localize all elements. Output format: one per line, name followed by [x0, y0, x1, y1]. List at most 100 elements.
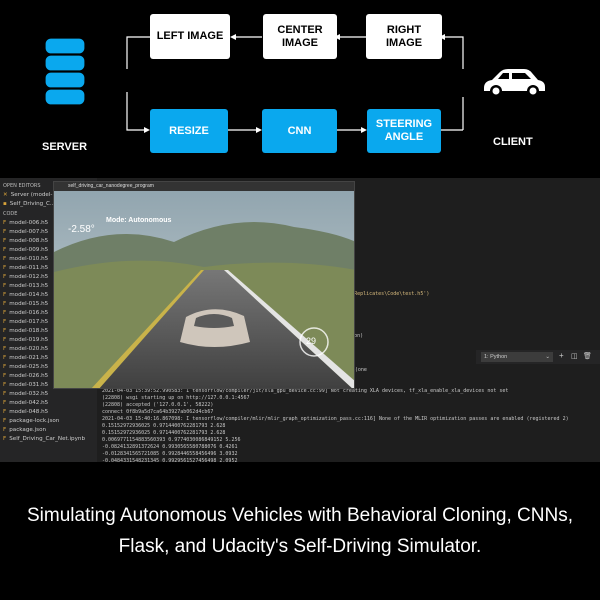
speed-readout: 29 [306, 336, 317, 346]
cnn-label: CNN [287, 124, 312, 137]
file-label: model-010.h5 [9, 256, 49, 262]
terminal-line: -0.0128341565721085 0.9928446558456496 3… [102, 451, 238, 457]
code-folder-header[interactable]: CODE [3, 211, 18, 217]
open-editor-label: Server (model-... [10, 192, 58, 198]
file-label: model-031.h5 [9, 382, 49, 388]
terminal-line: -0.0824132891372624 0.9930565580788076 0… [102, 444, 238, 450]
file-label: model-007.h5 [9, 229, 49, 235]
open-editor-item[interactable]: ▪Self_Driving_C... [3, 201, 56, 207]
file-label: model-017.h5 [9, 319, 49, 325]
terminal-line: 2021-04-03 15:40:16.867098: I tensorflow… [102, 416, 569, 422]
file-label: model-014.h5 [9, 292, 49, 298]
file-icon: F [3, 355, 7, 361]
path-fragment: h5\Focus\Replicates\Code\test.h5') [327, 291, 430, 297]
shell-select[interactable]: 1: Python ⌄ [481, 352, 553, 362]
car-icon [480, 64, 548, 100]
center-image-box: CENTER IMAGE [263, 14, 337, 59]
file-icon: F [3, 256, 7, 262]
file-icon: F [3, 337, 7, 343]
file-icon: F [3, 229, 7, 235]
split-terminal-icon[interactable]: ◫ [571, 353, 578, 360]
steering-angle-box: STEERING ANGLE [367, 109, 441, 153]
terminal-line: (22808) accepted ('127.0.0.1', 58222) [102, 402, 214, 408]
file-label: model-032.h5 [9, 391, 49, 397]
file-icon: F [3, 328, 7, 334]
terminal-toolbar: 1: Python ⌄ + ◫ 🗑 [476, 350, 600, 364]
open-editors-header: OPEN EDITORS [3, 183, 41, 189]
shell-select-label: 1: Python [484, 354, 508, 360]
right-image-label: RIGHT IMAGE [385, 23, 423, 49]
resize-label: RESIZE [169, 124, 209, 137]
file-label: model-042.h5 [9, 400, 49, 406]
file-icon: F [3, 292, 7, 298]
resize-box: RESIZE [150, 109, 228, 153]
file-icon: F [3, 436, 7, 442]
file-icon: F [3, 238, 7, 244]
file-icon: F [3, 346, 7, 352]
file-icon: F [3, 373, 7, 379]
file-icon: F [3, 400, 7, 406]
file-icon: F [3, 247, 7, 253]
diagram-connectors [126, 34, 464, 133]
trash-icon[interactable]: 🗑 [583, 353, 592, 360]
file-icon: F [3, 427, 7, 433]
file-icon: F [3, 409, 7, 415]
terminal-line: 0.15152972936025 0.9714400762281793 2.62… [102, 423, 226, 429]
file-label: model-008.h5 [9, 238, 49, 244]
file-label: model-020.h5 [9, 346, 49, 352]
file-label: model-025.h5 [9, 364, 49, 370]
add-terminal-icon[interactable]: + [559, 351, 564, 360]
file-label: model-019.h5 [9, 337, 49, 343]
file-label: model-018.h5 [9, 328, 49, 334]
open-editor-item[interactable]: ✕Server (model-... [3, 192, 58, 198]
file-icon: F [3, 310, 7, 316]
file-icon: F [3, 418, 7, 424]
file-label: model-021.h5 [9, 355, 49, 361]
steering-readout: -2.58° [68, 224, 95, 235]
file-icon: F [3, 364, 7, 370]
file-icon: F [3, 274, 7, 280]
file-icon: F [3, 283, 7, 289]
file-icon: F [3, 301, 7, 307]
file-icon: F [3, 382, 7, 388]
file-label: model-048.h5 [9, 409, 49, 415]
file-label: model-026.h5 [9, 373, 49, 379]
terminal-line: connect 0f8b9a5d7ca64b3927ab062d4cb67 [102, 409, 214, 415]
simulator-titlebar: self_driving_car_nanodegree_program [54, 182, 354, 191]
server-icon [44, 36, 86, 108]
file-icon: F [3, 391, 7, 397]
simulator-window: self_driving_car_nanodegree_program Mode… [53, 181, 355, 389]
file-label: model-015.h5 [9, 301, 49, 307]
file-label: model-009.h5 [9, 247, 49, 253]
mode-text: Mode: Autonomous [106, 217, 172, 224]
cnn-box: CNN [262, 109, 337, 153]
file-label: model-011.h5 [9, 265, 49, 271]
terminal-line: 0.0069771154883560393 0.9774030086849152… [102, 437, 241, 443]
file-label: package-lock.json [9, 418, 60, 424]
